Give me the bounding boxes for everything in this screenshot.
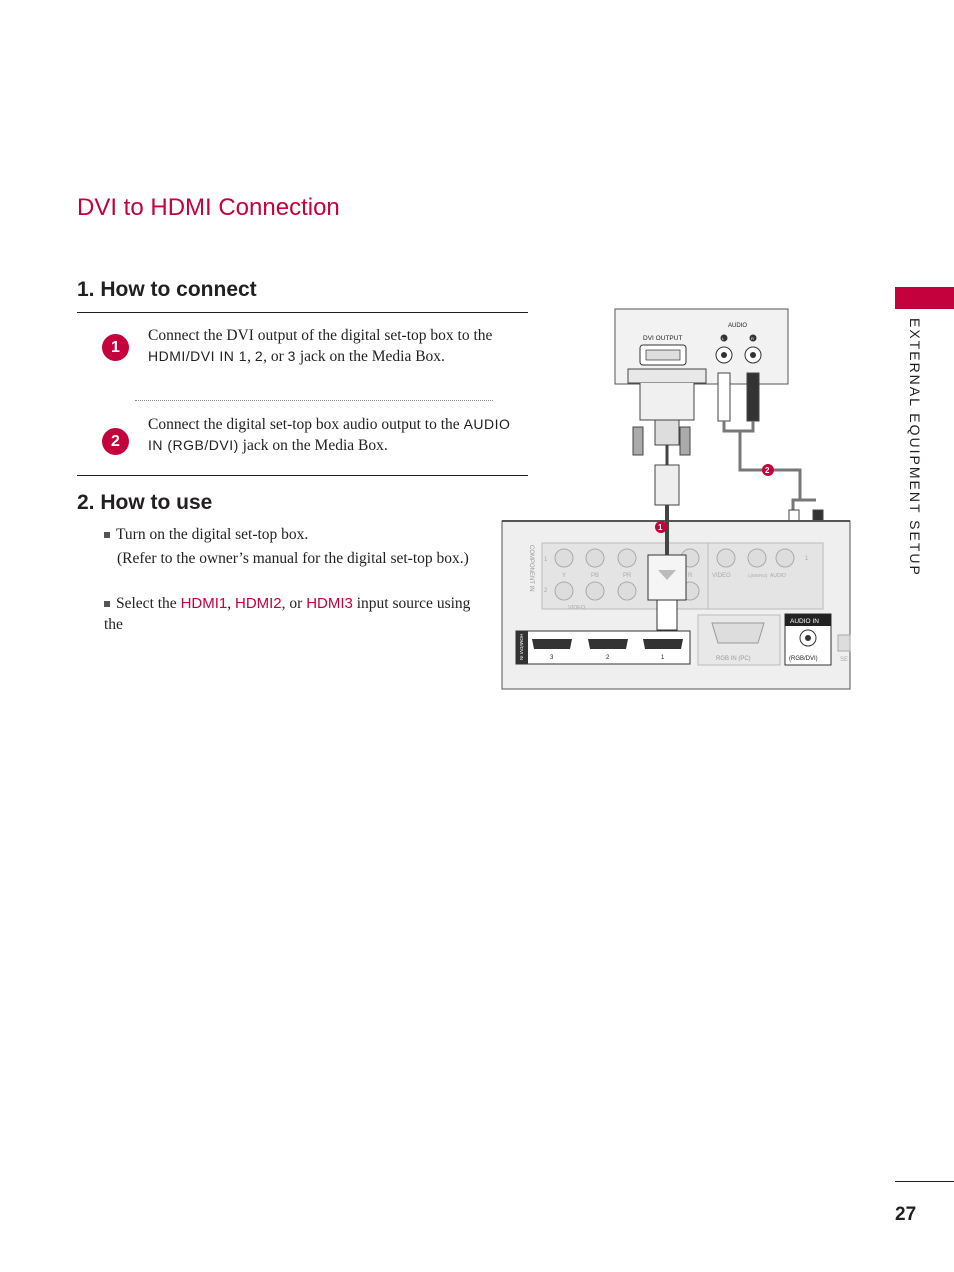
svg-text:RGB IN (PC): RGB IN (PC) <box>716 656 751 662</box>
dvi-plug <box>639 383 695 421</box>
svg-text:2: 2 <box>544 588 548 594</box>
hdmi-port-3 <box>532 639 572 649</box>
step-number-1: 1 <box>102 334 129 361</box>
divider <box>77 312 528 313</box>
svg-text:1: 1 <box>805 556 809 562</box>
hdmi-port-2 <box>588 639 628 649</box>
step-1-text: Connect the DVI output of the digital se… <box>148 327 493 365</box>
svg-text:3: 3 <box>550 655 554 661</box>
use-bullet-1: Turn on the digital set-top box. <box>104 524 474 545</box>
svg-text:R: R <box>751 336 754 341</box>
svg-text:PB: PB <box>591 573 599 579</box>
hdmi-port-1 <box>643 639 683 649</box>
page-number: 27 <box>895 1204 917 1225</box>
audio-jack-label: AUDIO IN (RGB/DVI) <box>148 416 511 453</box>
use-bullet-2: Select the HDMI1, HDMI2, or HDMI3 input … <box>104 595 471 633</box>
svg-text:L(MONO): L(MONO) <box>748 573 768 578</box>
svg-text:Y: Y <box>562 573 566 579</box>
svg-text:HDMI/DVI IN: HDMI/DVI IN <box>519 634 524 660</box>
bullet-icon <box>104 601 110 608</box>
svg-text:1: 1 <box>544 557 548 563</box>
hdmi-jack-label: HDMI/DVI IN 1 <box>148 348 248 364</box>
svg-text:VIDEO: VIDEO <box>712 573 731 579</box>
svg-text:AUDIO: AUDIO <box>770 573 786 579</box>
connection-diagram: DVI OUTPUT AUDIO L R 2 COMPONENT IN 1 2 … <box>501 308 851 690</box>
svg-text:PR: PR <box>623 573 632 579</box>
marker-2 <box>762 464 774 476</box>
dvi-output-label: DVI OUTPUT <box>643 335 682 342</box>
step-separator <box>135 400 493 401</box>
section-tab <box>895 287 954 309</box>
section-heading-use: 2. How to use <box>77 491 213 514</box>
svg-text:L: L <box>722 336 725 341</box>
svg-text:2: 2 <box>765 466 770 475</box>
use-note: (Refer to the owner’s manual for the dig… <box>117 550 469 567</box>
step-number-2: 2 <box>102 428 129 455</box>
svg-text:2: 2 <box>606 655 610 661</box>
svg-text:AUDIO IN: AUDIO IN <box>790 618 819 625</box>
page-title: DVI to HDMI Connection <box>77 194 340 221</box>
svg-text:SE: SE <box>840 657 848 663</box>
component-in-label: COMPONENT IN <box>528 545 534 592</box>
page-number-rule <box>895 1181 954 1182</box>
svg-text:1: 1 <box>661 655 665 661</box>
svg-text:R: R <box>688 573 693 579</box>
svg-text:1: 1 <box>658 523 663 532</box>
divider <box>77 475 528 476</box>
step-2-text: Connect the digital set-top box audio ou… <box>148 416 511 454</box>
section-heading-connect: 1. How to connect <box>77 278 257 301</box>
svg-text:(RGB/DVI): (RGB/DVI) <box>789 656 818 662</box>
audio-label: AUDIO <box>728 323 747 329</box>
marker-1 <box>655 521 667 533</box>
side-section-label: EXTERNAL EQUIPMENT SETUP <box>907 318 923 577</box>
svg-text:VIDEO: VIDEO <box>568 605 586 611</box>
bullet-icon <box>104 532 110 539</box>
